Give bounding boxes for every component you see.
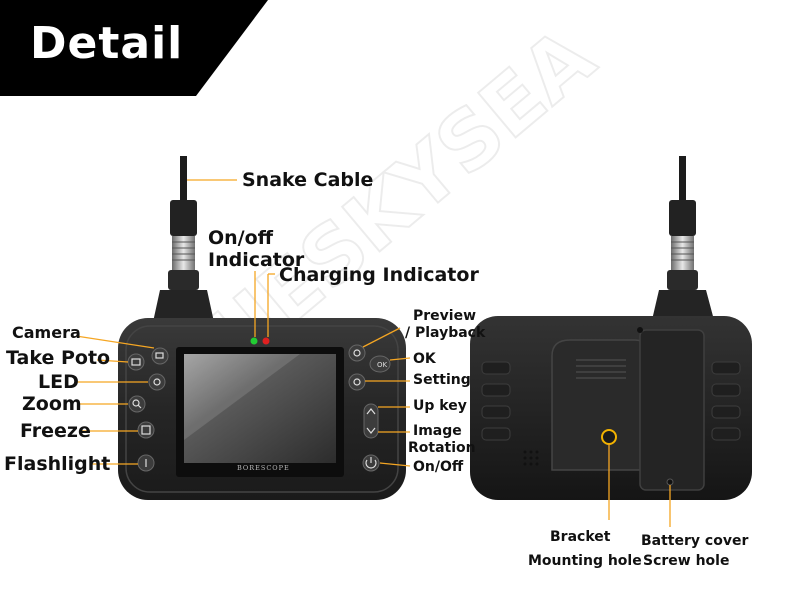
label-bracket-line1: Bracket [550, 529, 611, 545]
label-onoff-indicator-line2: Indicator [208, 249, 305, 271]
label-onoff-indicator-line1: On/off [208, 227, 274, 249]
label-zoom: Zoom [22, 393, 82, 415]
label-setting: Setting [413, 372, 471, 388]
screen [184, 354, 336, 463]
label-up-key: Up key [413, 398, 467, 414]
device-back [470, 156, 752, 500]
onoff-indicator-light [250, 337, 258, 345]
label-ok: OK [413, 351, 436, 367]
label-onoff: On/Off [413, 459, 464, 475]
leader-lines [75, 179, 671, 527]
snake-cable [180, 156, 187, 204]
label-charging-indicator: Charging Indicator [279, 264, 479, 286]
label-freeze: Freeze [20, 420, 91, 442]
device-front: OK [118, 156, 406, 500]
charging-indicator-light [262, 337, 270, 345]
label-camera: Camera [12, 323, 81, 342]
screen-brand-text: BORESCOPE [237, 464, 290, 472]
label-preview-line1: Preview [413, 308, 477, 324]
label-preview-line2: / Playback [405, 325, 486, 341]
mounting-hole [601, 429, 617, 445]
label-image-rotation-line1: Image [413, 423, 462, 439]
banner-background [0, 0, 268, 96]
label-battery-line1: Battery cover [641, 533, 749, 549]
svg-text:OK: OK [377, 361, 388, 369]
label-take-photo: Take Poto [6, 347, 111, 369]
label-battery-line2: Screw hole [643, 553, 730, 569]
battery-cover [639, 329, 705, 491]
screw-hole [666, 478, 674, 486]
back-cable [679, 156, 686, 204]
label-flashlight: Flashlight [4, 453, 111, 475]
page-title: Detail [30, 18, 184, 69]
label-led: LED [38, 371, 79, 393]
label-image-rotation-line2: Rotation [408, 440, 476, 456]
label-bracket-line2: Mounting hole [528, 553, 642, 569]
label-snake-cable: Snake Cable [242, 169, 374, 191]
